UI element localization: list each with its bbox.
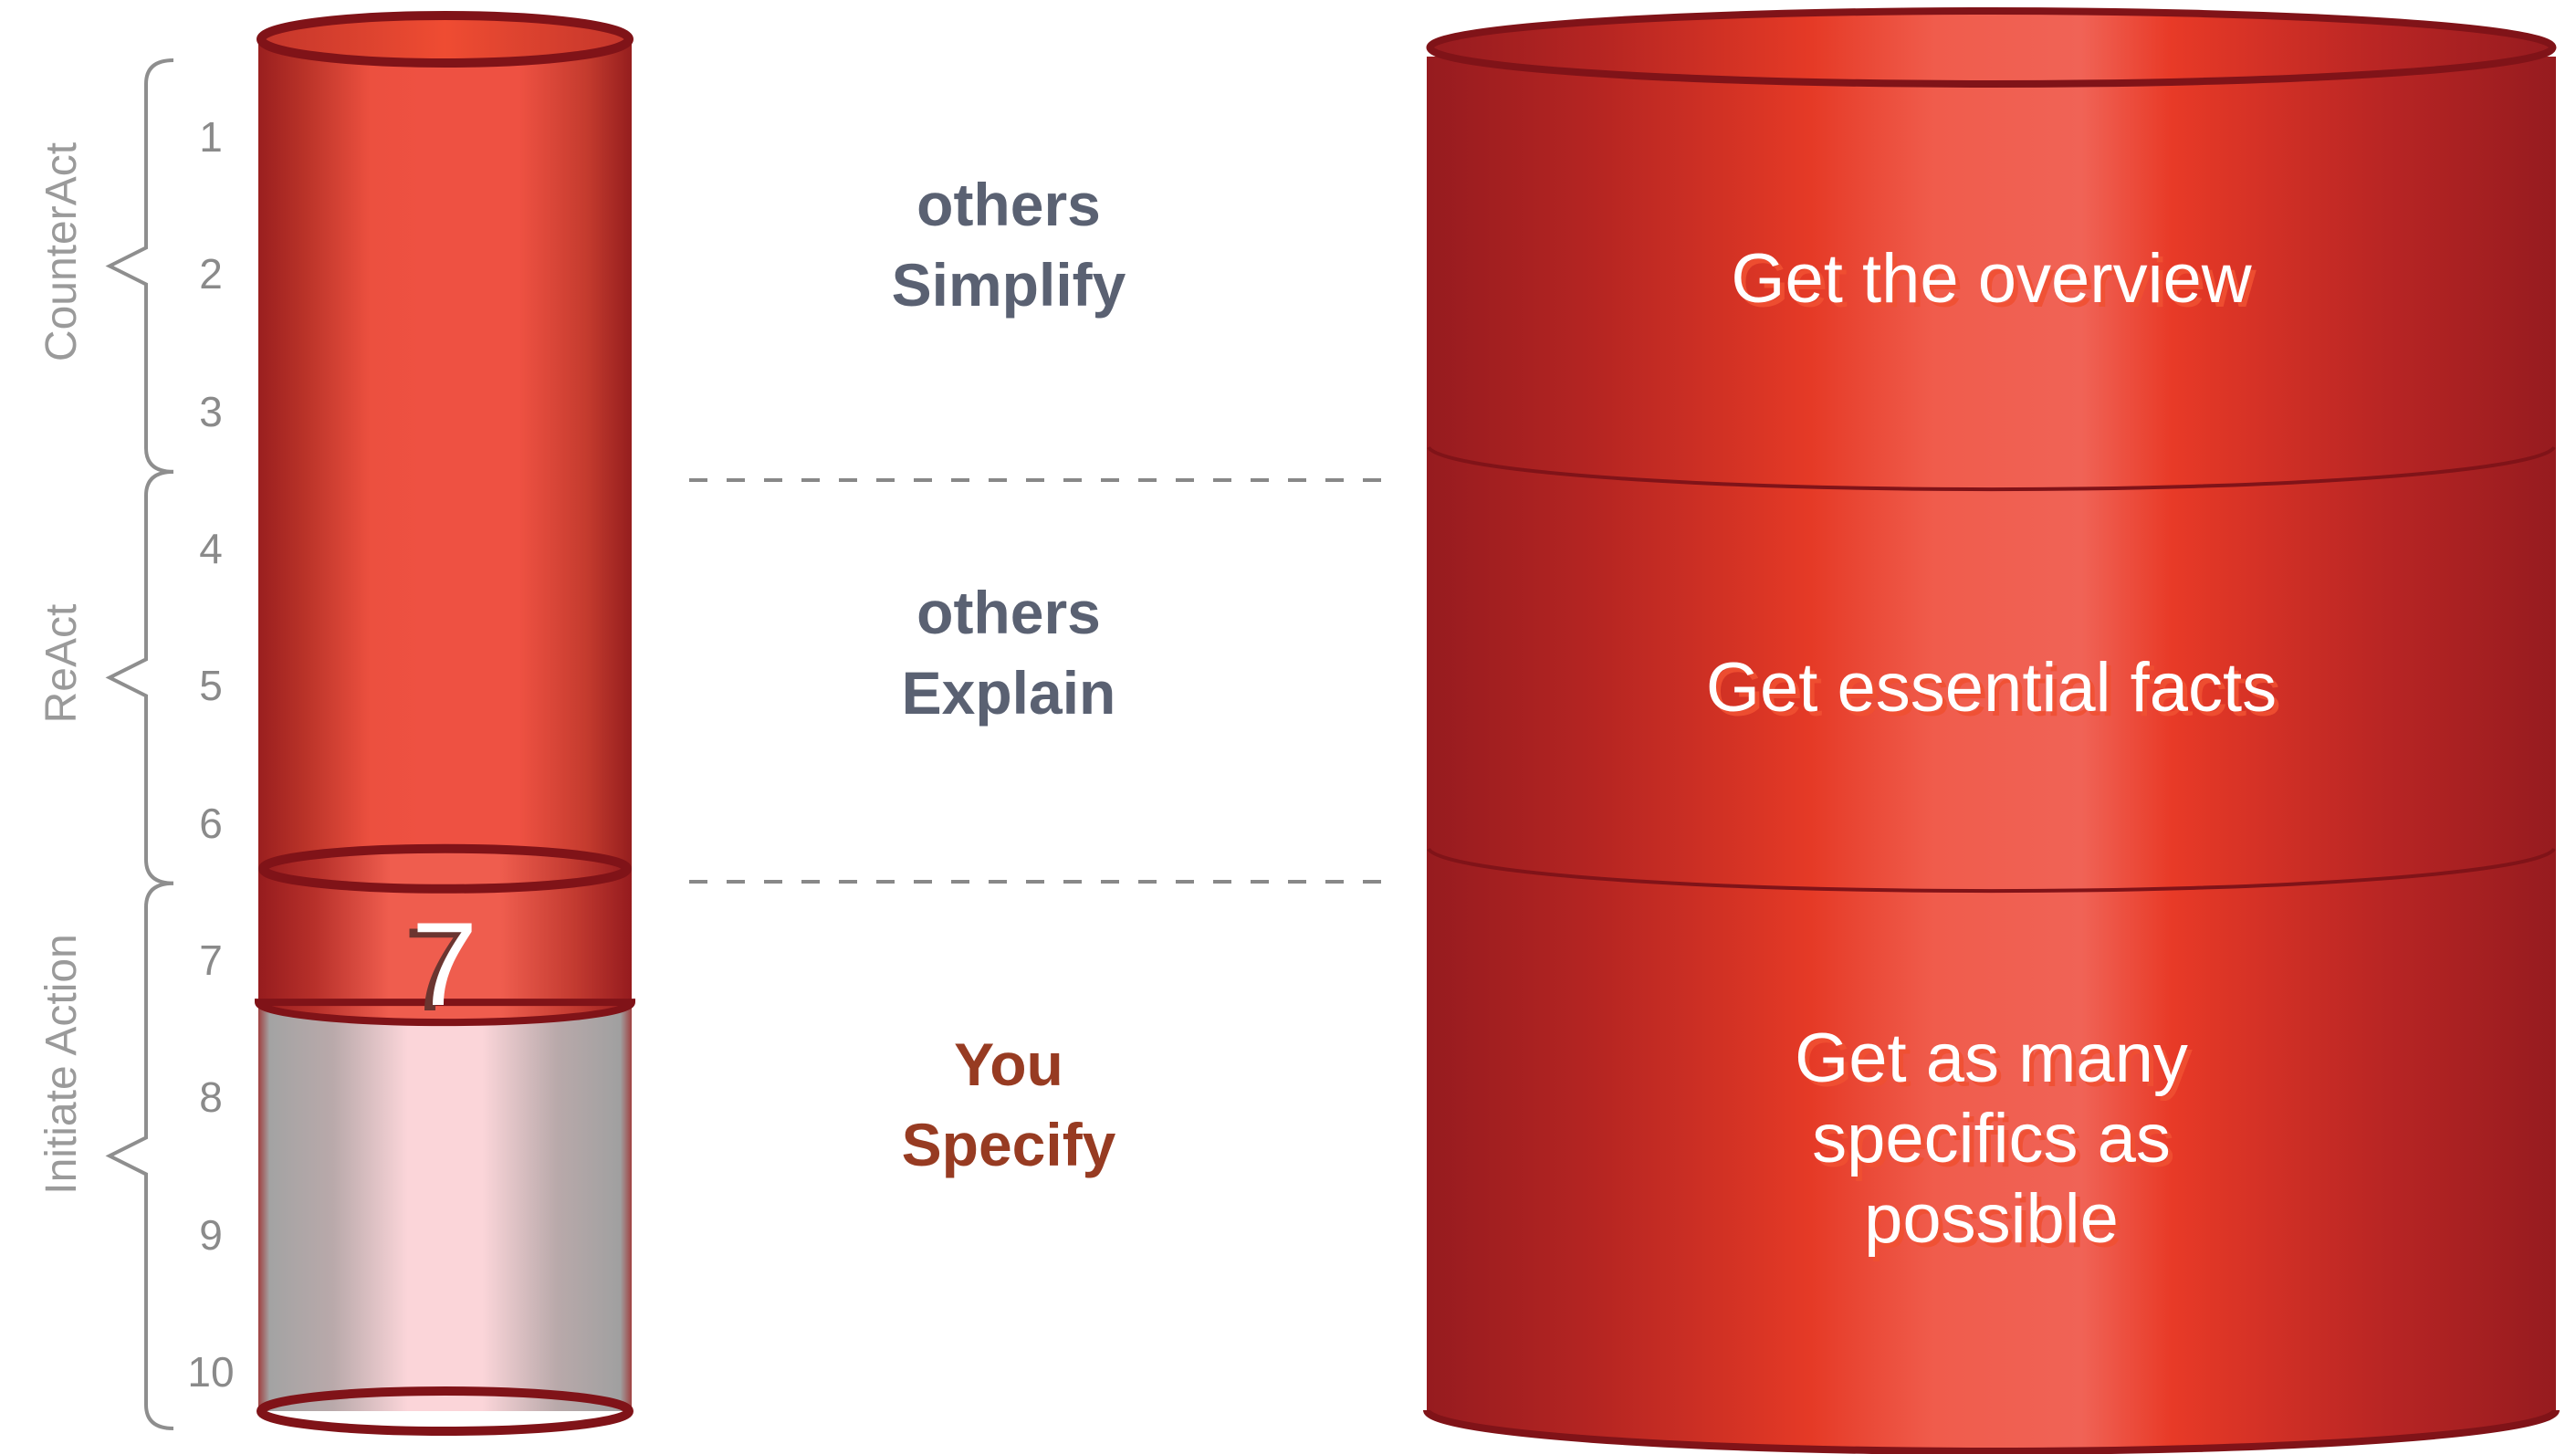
section-specifics-text: Get as many specifics as possible (1427, 1019, 2556, 1260)
group-label: ReAct (37, 603, 86, 724)
section-line: Get the overview (1731, 240, 2252, 318)
scale-number: 6 (199, 799, 223, 847)
selected-level-value: 7 (411, 897, 478, 1030)
label-others-explain: others Explain (735, 572, 1283, 733)
section-overview-text: Get the overview (1427, 239, 2556, 319)
scale-number: 5 (199, 662, 223, 710)
info-cylinder (1423, 7, 2560, 1454)
label-line: others (916, 171, 1101, 238)
scale-number: 8 (199, 1073, 223, 1122)
info-cylinder-separator-1 (1427, 445, 2556, 492)
scale-number: 1 (199, 113, 223, 162)
label-line: Specify (901, 1111, 1116, 1178)
section-essential-facts-text: Get essential facts (1427, 648, 2556, 728)
section-line: specifics as (1812, 1100, 2171, 1177)
gauge-empty-body (258, 1008, 632, 1411)
section-line: possible (1864, 1180, 2119, 1258)
scale-number: 9 (199, 1210, 223, 1259)
level-gauge-cylinder (254, 11, 636, 1436)
gauge-band-top-rim (258, 843, 632, 894)
label-line: Simplify (891, 251, 1126, 319)
gauge-bottom-rim (257, 1386, 634, 1436)
group-label: CounterAct (37, 142, 86, 362)
group-brace (105, 58, 174, 474)
scale-number: 3 (199, 387, 223, 435)
section-line: Get essential facts (1705, 649, 2278, 727)
label-you-specify: You Specify (735, 1024, 1283, 1185)
scale-number: 10 (187, 1347, 235, 1396)
group-brace (105, 469, 174, 885)
label-line: others (916, 579, 1101, 646)
info-cylinder-bottom-rim (1423, 1409, 2560, 1454)
label-line: You (954, 1030, 1063, 1098)
scale-number: 4 (199, 525, 223, 573)
group-braces (105, 58, 174, 1430)
info-cylinder-separator-2 (1427, 847, 2556, 894)
label-others-simplify: others Simplify (735, 164, 1283, 325)
scale-number: 7 (199, 936, 223, 984)
gauge-top-rim (257, 11, 634, 68)
scale-number: 2 (199, 250, 223, 298)
group-brace (105, 881, 174, 1430)
section-line: Get as many (1795, 1020, 2188, 1097)
gauge-filled-body (258, 44, 632, 869)
gauge-fill-bottom-edge (254, 999, 636, 1027)
info-cylinder-body (1427, 57, 2556, 1452)
label-line: Explain (901, 659, 1116, 727)
info-cylinder-top-rim (1426, 7, 2557, 88)
group-label: Initiate Action (37, 934, 86, 1196)
